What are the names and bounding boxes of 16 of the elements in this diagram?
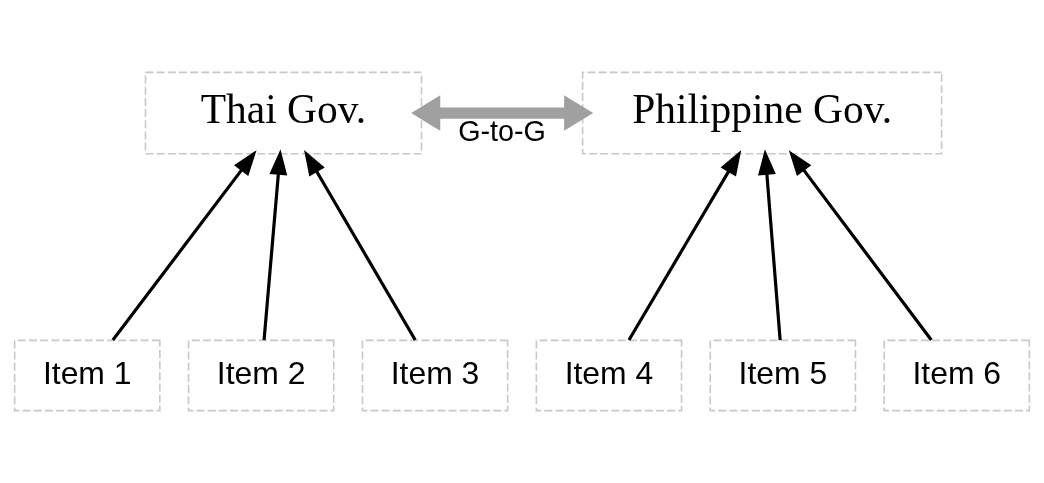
arrow xyxy=(111,150,257,341)
edge-label: G-to-G xyxy=(458,114,546,147)
node-box: Item 6 xyxy=(883,339,1031,412)
node-box: Item 2 xyxy=(187,339,335,412)
node-box: Philippine Gov. xyxy=(581,71,943,155)
node-box: Thai Gov. xyxy=(144,71,423,155)
arrow xyxy=(627,149,742,341)
node-box: Item 1 xyxy=(13,339,161,412)
arrow xyxy=(262,149,288,341)
node-box: Item 5 xyxy=(709,339,857,412)
arrow xyxy=(304,149,417,341)
arrow xyxy=(411,95,594,131)
node-box: Item 4 xyxy=(535,339,683,412)
node-box: Item 3 xyxy=(361,339,509,412)
arrow xyxy=(788,150,933,341)
arrow xyxy=(758,149,782,341)
